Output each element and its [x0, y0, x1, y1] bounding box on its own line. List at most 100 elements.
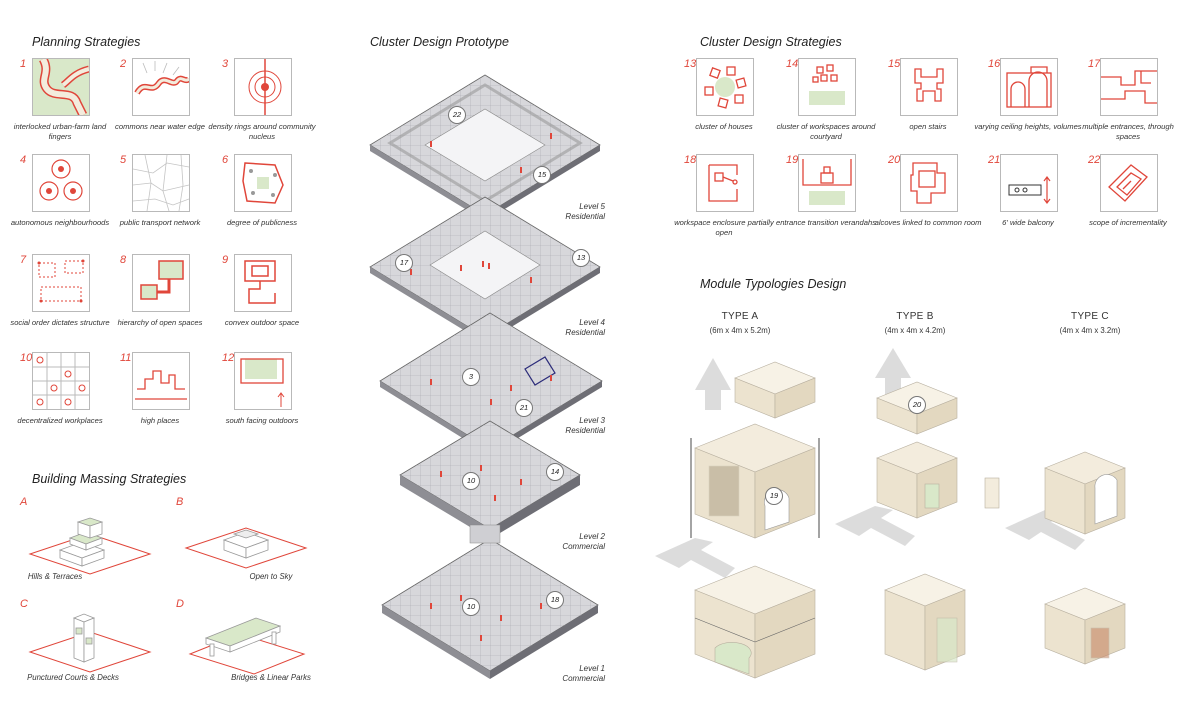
type-b-name: TYPE B: [896, 311, 934, 322]
type-b-exploded: [876, 381, 1000, 519]
prototype-badge: 22: [448, 106, 466, 124]
workspace-enclosure-icon: [696, 154, 754, 212]
level-5-slab: [369, 74, 601, 221]
item-caption: alcoves linked to common room: [874, 218, 982, 227]
item-caption: cluster of houses: [695, 122, 753, 131]
module-axonometrics: [655, 348, 1126, 679]
level-number: Level 3: [579, 416, 605, 425]
level-use: Residential: [565, 328, 605, 337]
bridges-linear-parks-icon: [188, 617, 306, 675]
level-4-slab: [369, 196, 601, 343]
type-b-assembled: [884, 573, 966, 671]
balcony-icon: [1000, 154, 1058, 212]
type-a-assembled: [694, 565, 816, 679]
item-number: 4: [20, 154, 27, 166]
item-caption: Open to Sky: [249, 572, 293, 581]
item-number: 1: [20, 58, 27, 70]
item-number: 7: [20, 254, 27, 266]
cluster-strategies-title: Cluster Design Strategies: [700, 35, 842, 49]
type-a-badge: 19: [765, 487, 783, 505]
multiple-entrances-icon: [1100, 58, 1158, 116]
open-spaces-hierarchy-icon: [132, 254, 190, 312]
item-letter: A: [20, 496, 28, 508]
item-number: 3: [222, 58, 229, 70]
prototype-badge: 15: [533, 166, 551, 184]
prototype-badge: 13: [572, 249, 590, 267]
transport-network-icon: [132, 154, 190, 212]
item-caption: multiple entrances, through spaces: [1082, 122, 1174, 141]
prototype-title: Cluster Design Prototype: [370, 35, 509, 49]
item-number: 20: [888, 154, 901, 166]
item-caption: 6' wide balcony: [1002, 218, 1054, 227]
prototype-badge: 18: [546, 591, 564, 609]
item-number: 2: [120, 58, 127, 70]
prototype-badge: 14: [546, 463, 564, 481]
alcoves-icon: [900, 154, 958, 212]
ceiling-heights-icon: [1000, 58, 1058, 116]
type-a-exploded: [690, 361, 820, 539]
item-caption: scope of incrementality: [1089, 218, 1167, 227]
verandah-icon: [798, 154, 856, 212]
item-number: 11: [120, 352, 132, 364]
item-number: 17: [1088, 58, 1101, 70]
publicness-icon: [234, 154, 292, 212]
item-number: 13: [684, 58, 697, 70]
level-2-slab: [399, 420, 581, 539]
massing-item-b: B Open to Sky: [176, 496, 316, 606]
type-c-assembled: [1044, 587, 1126, 665]
item-caption: varying ceiling heights, volumes: [974, 122, 1082, 131]
prototype-badge: 17: [395, 254, 413, 272]
type-a-name: TYPE A: [721, 311, 759, 322]
hills-terraces-icon: [28, 517, 152, 575]
open-stairs-icon: [900, 58, 958, 116]
item-number: 8: [120, 254, 127, 266]
item-caption: entrance transition verandahs: [775, 218, 877, 227]
level-use: Residential: [565, 212, 605, 221]
item-caption: density rings around community nucleus: [208, 122, 316, 141]
item-number: 10: [20, 352, 33, 364]
level-3-slab: [379, 312, 603, 455]
item-caption: autonomous neighbourhoods: [10, 218, 110, 227]
item-caption: convex outdoor space: [224, 318, 300, 327]
item-caption: interlocked urban-farm land fingers: [13, 122, 107, 141]
item-number: 18: [684, 154, 697, 166]
type-b-dims: (4m x 4m x 4.2m): [884, 326, 946, 335]
item-number: 14: [786, 58, 799, 70]
open-to-sky-icon: [184, 527, 308, 569]
item-caption: Hills & Terraces: [27, 572, 83, 581]
item-caption: hierarchy of open spaces: [117, 318, 203, 327]
farm-fingers-icon: [32, 58, 90, 116]
planning-strategies-title: Planning Strategies: [32, 35, 141, 49]
type-c-dims: (4m x 4m x 3.2m): [1059, 326, 1121, 335]
item-caption: commons near water edge: [115, 122, 205, 131]
cluster-houses-icon: [696, 58, 754, 116]
high-places-icon: [132, 352, 190, 410]
item-caption: social order dictates structure: [10, 318, 110, 327]
item-caption: open stairs: [909, 122, 947, 131]
item-caption: workspace enclosure partially open: [674, 218, 774, 237]
level-number: Level 5: [579, 202, 605, 211]
level-use: Commercial: [562, 674, 605, 683]
item-number: 19: [786, 154, 799, 166]
item-caption: decentralized workplaces: [17, 416, 103, 425]
water-edge-icon: [132, 58, 190, 116]
item-caption: high places: [140, 416, 180, 425]
item-number: 9: [222, 254, 229, 266]
neighbourhoods-icon: [32, 154, 90, 212]
item-caption: Bridges & Linear Parks: [231, 673, 311, 682]
prototype-axonometric: [369, 74, 603, 679]
massing-item-d: D Bridges & Linear Parks: [176, 598, 316, 708]
social-order-icon: [32, 254, 90, 312]
item-caption: Punctured Courts & Decks: [27, 673, 119, 682]
type-b-badge: 20: [908, 396, 926, 414]
level-number: Level 4: [579, 318, 605, 327]
level-use: Residential: [565, 426, 605, 435]
massing-strategies-title: Building Massing Strategies: [32, 472, 187, 486]
prototype-badge: 10: [462, 472, 480, 490]
item-number: 6: [222, 154, 229, 166]
workplaces-grid-icon: [32, 352, 90, 410]
